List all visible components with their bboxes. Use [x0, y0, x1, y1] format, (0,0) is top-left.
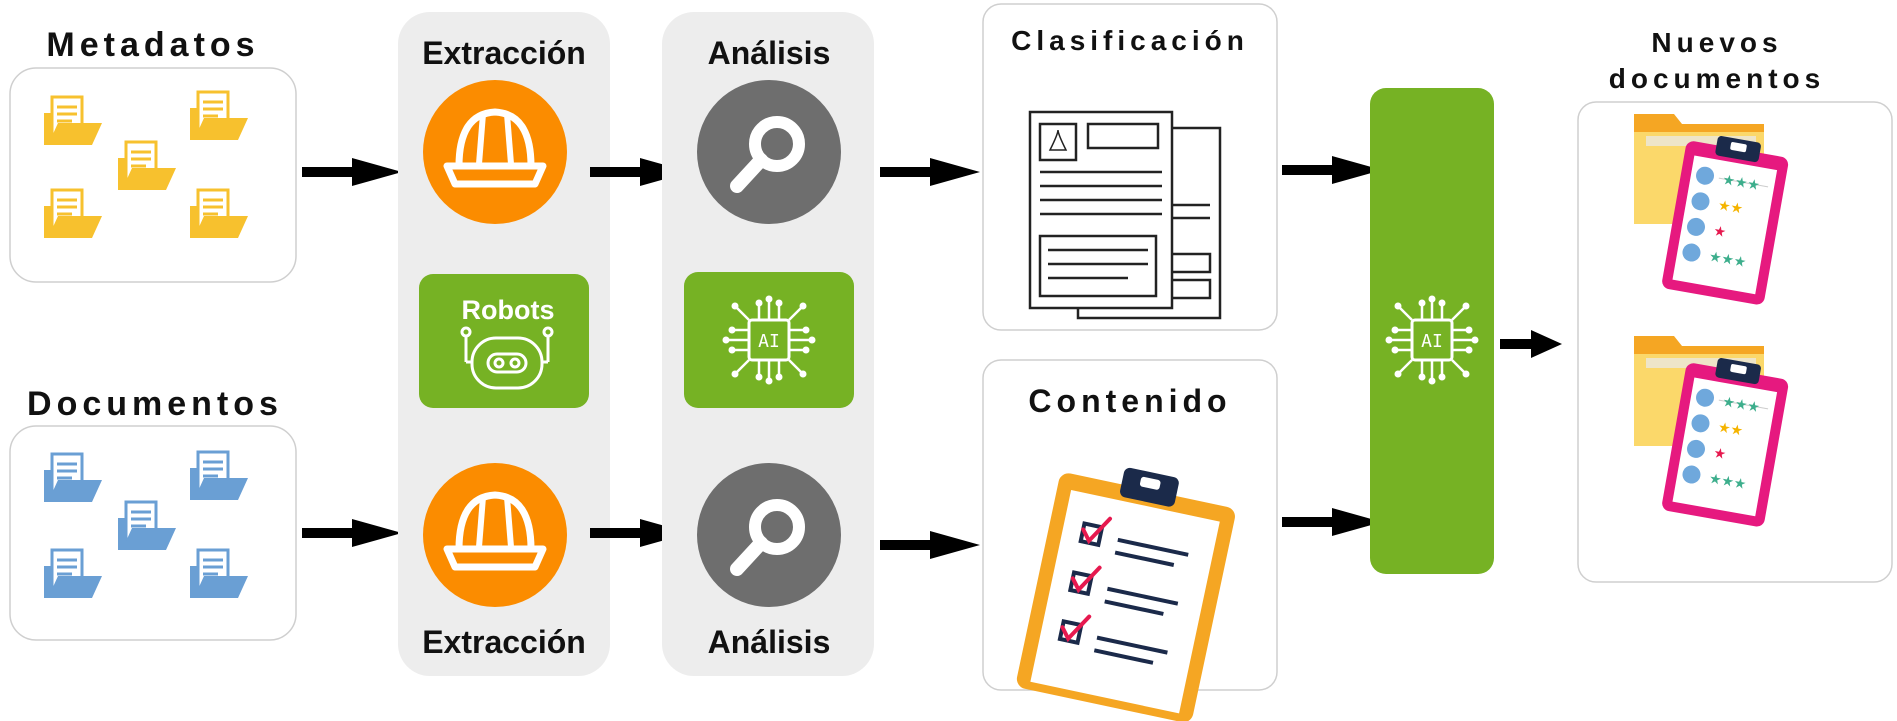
content-label: Contenido — [1028, 383, 1231, 419]
ai-chip-text: AI — [758, 331, 780, 352]
document-icon — [1028, 110, 1222, 320]
extraction-label-top: Extracción — [422, 35, 586, 71]
robots-box: Robots — [419, 274, 589, 408]
classification-label: Clasificación — [1011, 25, 1249, 56]
merge-ai-chip-text: AI — [1421, 331, 1443, 352]
magnifier-icon — [697, 80, 841, 224]
robots-label: Robots — [462, 295, 555, 325]
arrow-icon — [880, 158, 980, 186]
arrow-icon — [880, 531, 980, 559]
arrow-icon — [1282, 156, 1382, 184]
documents-label: Documentos — [27, 385, 283, 423]
checklist-icon — [1016, 467, 1235, 721]
arrow-icon — [1282, 508, 1382, 536]
arrow-icon — [1500, 330, 1562, 358]
metadata-label: Metadatos — [46, 26, 259, 64]
helmet-icon — [423, 80, 567, 224]
output-label-line1: Nuevos — [1651, 27, 1782, 58]
extraction-label-bottom: Extracción — [422, 624, 586, 660]
analysis-label-bottom: Análisis — [708, 624, 831, 660]
magnifier-icon — [697, 463, 841, 607]
robot-icon — [460, 326, 554, 390]
analysis-label-top: Análisis — [708, 35, 831, 71]
arrow-icon — [302, 158, 402, 186]
output-label-line2: documentos — [1609, 63, 1825, 94]
analysis-ai-box: AI — [684, 272, 854, 408]
merge-ai-bar: AI — [1370, 88, 1494, 574]
arrow-icon — [302, 519, 402, 547]
helmet-icon — [423, 463, 567, 607]
